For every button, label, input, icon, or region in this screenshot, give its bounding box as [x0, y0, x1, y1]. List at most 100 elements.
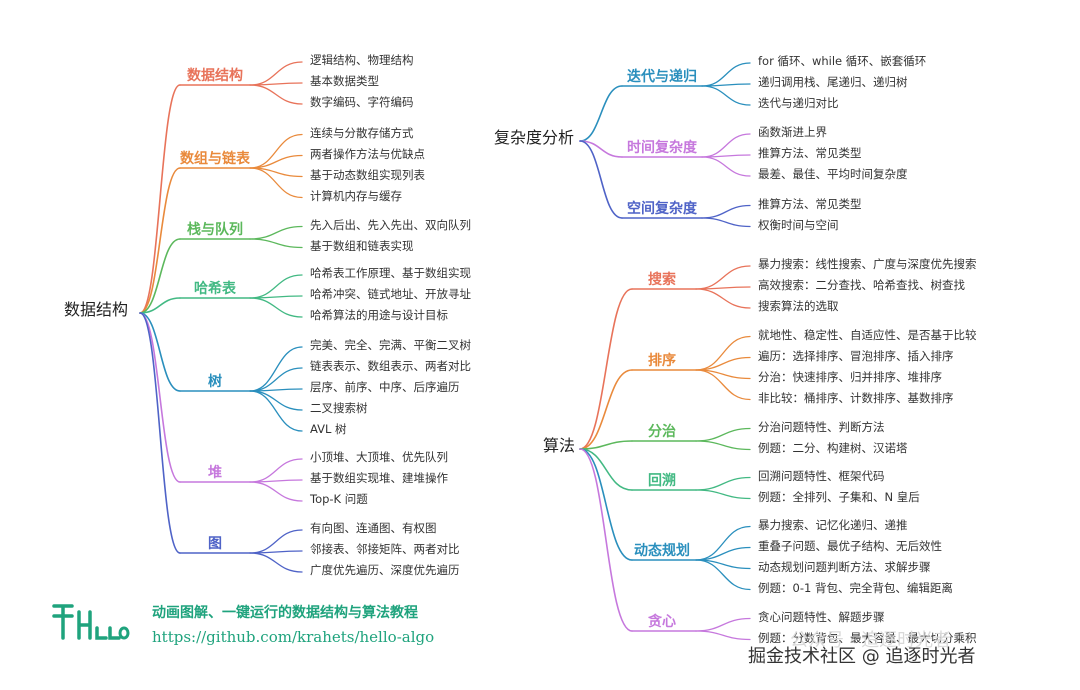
- algo-edge-leaf-5-1: [695, 630, 751, 641]
- watermark-text: 掘金技术社区 @ 追逐时光者: [748, 646, 976, 667]
- left-edge-leaf-0-2: [249, 84, 303, 105]
- algo-category-2: 分治: [648, 424, 676, 440]
- left-edge-root-to-6: [139, 312, 181, 554]
- complexity-edge-root-to-1: [579, 140, 623, 158]
- algo-edge-leaf-0-2: [695, 288, 751, 309]
- left-leaf-6-2: 广度优先遍历、深度优先遍历: [310, 563, 460, 577]
- left-leaf-5-2: Top-K 问题: [310, 492, 368, 506]
- algo-edge-leaf-1-3: [695, 369, 751, 401]
- complexity-leaf-1-1: 推算方法、常见类型: [758, 146, 862, 160]
- complexity-leaf-0-2: 迭代与递归对比: [758, 96, 839, 110]
- left-leaf-2-0: 先入后出、先入先出、双向队列: [310, 217, 471, 232]
- complexity-edge-root-to-2: [579, 140, 623, 219]
- left-leaf-1-2: 基于动态数组实现列表: [310, 167, 425, 182]
- algo-leaf-4-0: 暴力搜索、记忆化递归、递推: [758, 517, 908, 532]
- left-leaf-0-0: 逻辑结构、物理结构: [310, 53, 414, 67]
- left-leaf-0-2: 数字编码、字符编码: [310, 95, 414, 109]
- algo-leaf-0-2: 搜索算法的选取: [758, 299, 839, 313]
- algo-category-0: 搜索: [648, 272, 676, 288]
- left-category-5: 堆: [208, 465, 222, 481]
- algo-leaf-1-2: 分治：快速排序、归并排序、堆排序: [758, 369, 942, 384]
- left-edge-root-to-4: [139, 312, 181, 392]
- complexity-edge-leaf-2-1: [701, 217, 751, 228]
- algo-edge-leaf-2-1: [695, 440, 751, 451]
- left-category-1: 数组与链表: [180, 151, 250, 167]
- left-leaf-2-1: 基于数组和链表实现: [310, 238, 414, 253]
- algo-edge-root-to-4: [579, 448, 633, 561]
- algo-leaf-1-0: 就地性、稳定性、自适应性、是否基于比较: [758, 327, 977, 342]
- left-leaf-5-1: 基于数组实现堆、建堆操作: [310, 471, 448, 485]
- left-leaf-1-1: 两者操作方法与优缺点: [310, 146, 425, 161]
- left-edge-root-to-2: [139, 238, 181, 314]
- complexity-leaf-0-1: 递归调用栈、尾递归、递归树: [758, 75, 908, 89]
- complexity-leaf-0-0: for 循环、while 循环、嵌套循环: [758, 54, 927, 68]
- algo-leaf-1-3: 非比较：桶排序、计数排序、基数排序: [758, 390, 954, 405]
- algo-category-3: 回溯: [648, 473, 676, 489]
- left-edge-leaf-6-2: [249, 552, 303, 573]
- left-edge-root-to-5: [139, 312, 181, 483]
- left-category-6: 图: [208, 536, 222, 552]
- algo-leaf-4-3: 例题：0-1 背包、完全背包、编辑距离: [758, 580, 953, 595]
- left-leaf-6-0: 有向图、连通图、有权图: [310, 521, 437, 535]
- algo-leaf-0-1: 高效搜索：二分查找、哈希查找、树查找: [758, 278, 965, 292]
- hello-algo-logo: [52, 604, 130, 640]
- left-edge-root-to-0: [139, 84, 181, 314]
- algo-leaf-3-0: 回溯问题特性、框架代码: [758, 468, 885, 483]
- complexity-leaf-1-0: 函数渐进上界: [758, 125, 827, 139]
- complexity-category-0: 迭代与递归: [627, 69, 697, 85]
- left-category-4: 树: [208, 374, 222, 390]
- complexity-leaf-2-1: 权衡时间与空间: [758, 217, 839, 232]
- algo-edge-leaf-3-1: [695, 489, 751, 500]
- left-leaf-6-1: 邻接表、邻接矩阵、两者对比: [310, 542, 460, 556]
- algo-category-4: 动态规划: [634, 543, 690, 559]
- left-leaf-1-3: 计算机内存与缓存: [310, 188, 402, 203]
- algo-edge-root-to-1: [579, 369, 633, 450]
- left-leaf-4-2: 层序、前序、中序、后序遍历: [310, 380, 460, 394]
- algo-edge-root-to-3: [579, 448, 633, 491]
- algo-category-1: 排序: [648, 353, 676, 369]
- left-leaf-3-0: 哈希表工作原理、基于数组实现: [310, 266, 471, 280]
- algo-edge-root-to-5: [579, 448, 633, 632]
- left-leaf-4-0: 完美、完全、完满、平衡二叉树: [310, 338, 471, 352]
- left-category-2: 栈与队列: [187, 222, 243, 238]
- complexity-edge-leaf-0-2: [701, 85, 751, 106]
- left-root-label: 数据结构: [64, 300, 129, 319]
- complexity-edge-root-to-0: [579, 85, 623, 142]
- algo-leaf-4-2: 动态规划问题判断方法、求解步骤: [758, 559, 931, 574]
- left-edge-leaf-1-3: [249, 167, 303, 199]
- complexity-edge-leaf-1-2: [701, 156, 751, 177]
- banner-url[interactable]: https://github.com/krahets/hello-algo: [152, 628, 435, 646]
- algo-leaf-3-1: 例题：全排列、子集和、N 皇后: [758, 489, 920, 504]
- left-leaf-4-3: 二叉搜索树: [310, 401, 368, 415]
- algo-leaf-5-1: 例题：分数背包、最大容量、最大切分乘积: [758, 630, 977, 645]
- banner-title: 动画图解、一键运行的数据结构与算法教程: [152, 605, 418, 621]
- complexity-category-2: 空间复杂度: [627, 201, 697, 217]
- left-category-0: 数据结构: [187, 68, 243, 84]
- left-edge-leaf-2-1: [249, 238, 303, 249]
- left-leaf-1-0: 连续与分散存储方式: [310, 125, 414, 140]
- algo-leaf-0-0: 暴力搜索：线性搜索、广度与深度优先搜索: [758, 257, 977, 271]
- algo-edge-root-to-0: [579, 288, 633, 450]
- algo-root-label: 算法: [543, 436, 576, 455]
- complexity-leaf-2-0: 推算方法、常见类型: [758, 196, 862, 211]
- left-edge-root-to-1: [139, 167, 181, 314]
- left-leaf-4-1: 链表表示、数组表示、两者对比: [310, 359, 471, 373]
- left-edge-leaf-4-3: [249, 390, 303, 411]
- algo-category-5: 贪心: [648, 614, 676, 630]
- algo-edge-root-to-2: [579, 440, 633, 450]
- watermark-ghost-text: 公众号 · 追逐时光者: [790, 630, 952, 651]
- complexity-root-label: 复杂度分析: [494, 128, 575, 147]
- algo-leaf-2-1: 例题：二分、构建树、汉诺塔: [758, 440, 908, 455]
- left-leaf-4-4: AVL 树: [310, 422, 347, 436]
- algo-leaf-4-1: 重叠子问题、最优子结构、无后效性: [758, 538, 942, 553]
- algo-leaf-1-1: 遍历：选择排序、冒泡排序、插入排序: [758, 348, 954, 363]
- algo-leaf-5-0: 贪心问题特性、解题步骤: [758, 609, 885, 624]
- left-leaf-0-1: 基本数据类型: [310, 74, 379, 88]
- left-leaf-3-2: 哈希算法的用途与设计目标: [310, 308, 448, 322]
- algo-leaf-2-0: 分治问题特性、判断方法: [758, 419, 885, 434]
- algo-edge-leaf-4-3: [695, 559, 751, 591]
- left-leaf-3-1: 哈希冲突、链式地址、开放寻址: [310, 287, 471, 301]
- left-leaf-5-0: 小顶堆、大顶堆、优先队列: [310, 450, 448, 464]
- left-edge-leaf-3-2: [249, 297, 303, 318]
